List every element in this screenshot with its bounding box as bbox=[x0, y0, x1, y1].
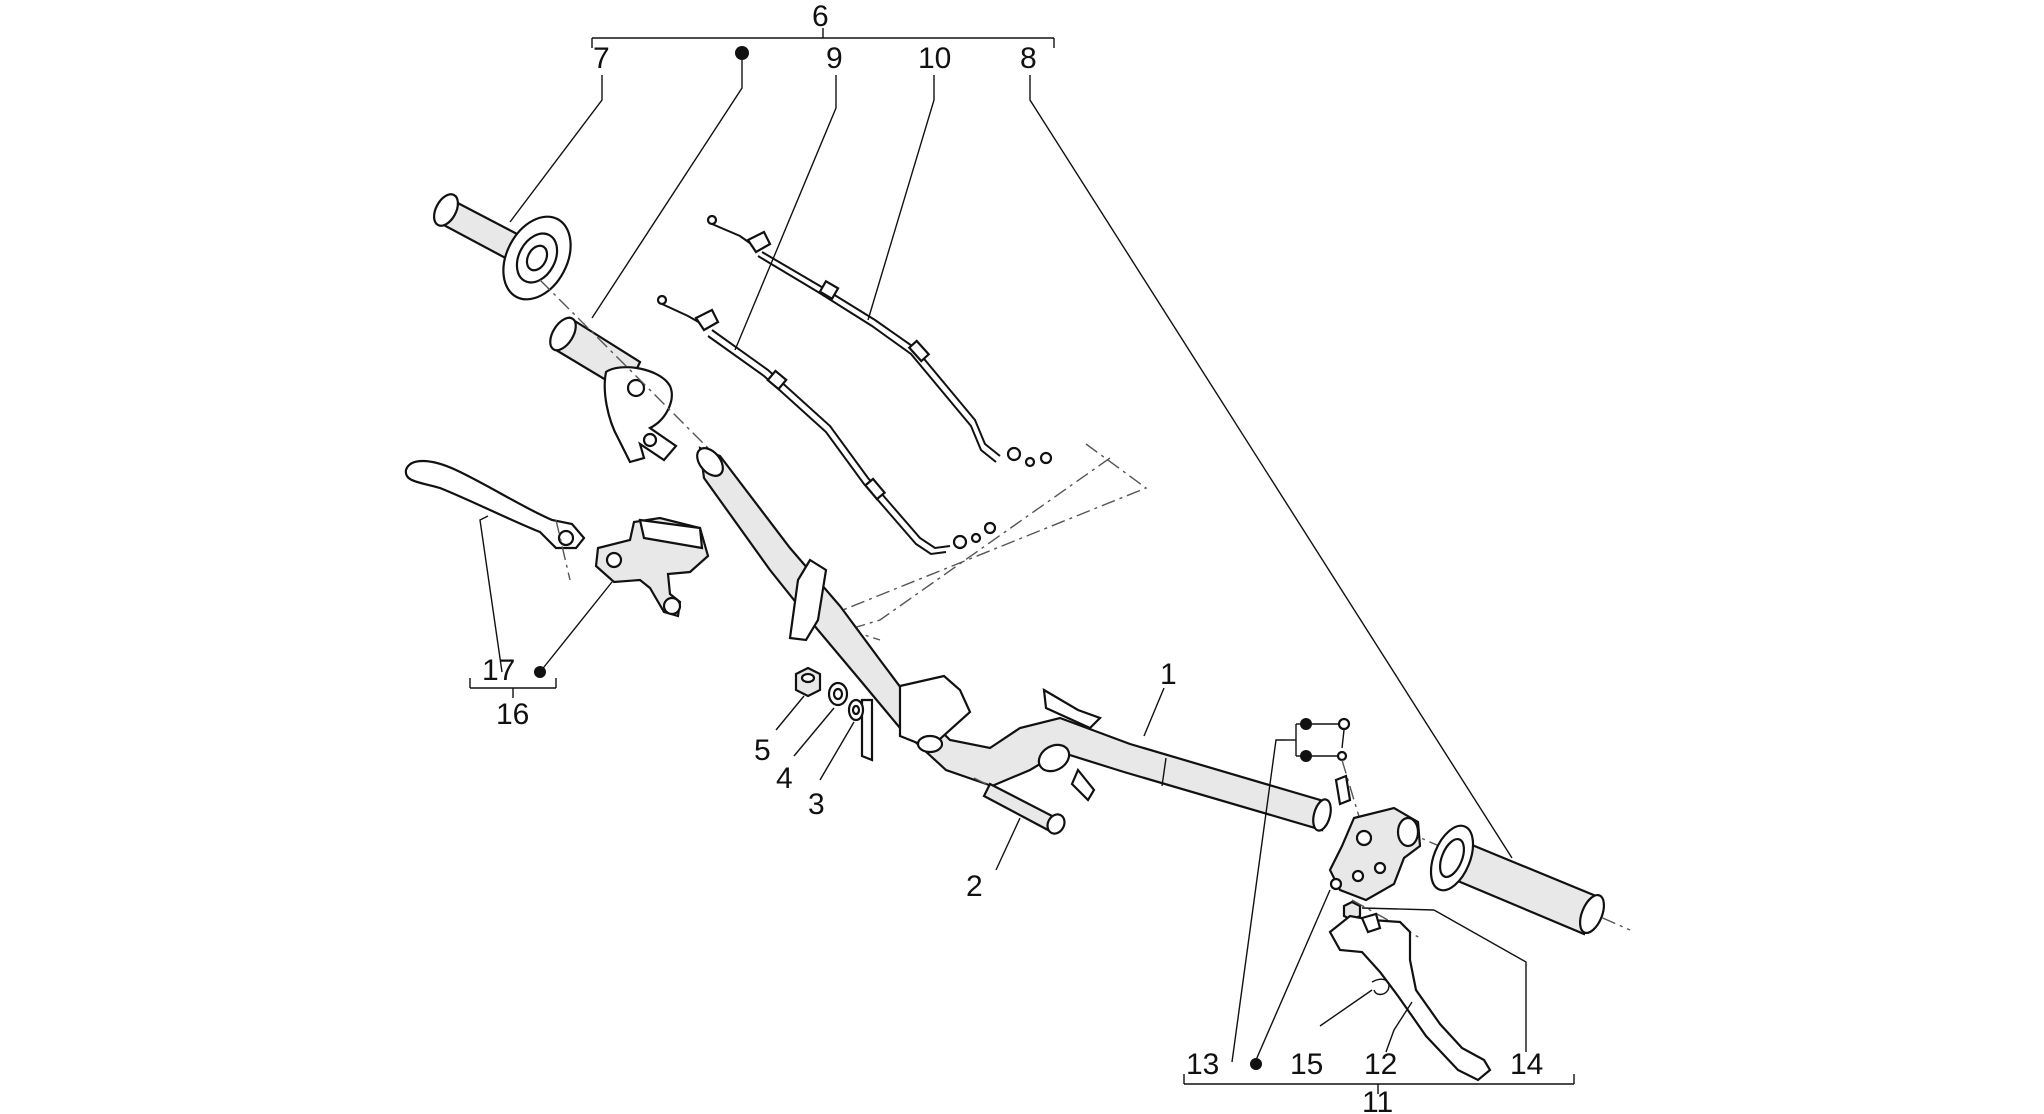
leader-3 bbox=[819, 721, 855, 781]
throttle-grip-part bbox=[549, 316, 678, 464]
leader-14b bbox=[1361, 907, 1435, 911]
callout-6: 6 bbox=[812, 0, 829, 33]
callout-17: 17 bbox=[482, 654, 515, 687]
leader-17 bbox=[479, 515, 503, 673]
routing-line bbox=[815, 443, 1148, 641]
leader-15 bbox=[1319, 989, 1373, 1027]
group-bracket-11 bbox=[1183, 1074, 1575, 1094]
callout-13: 13 bbox=[1186, 1048, 1219, 1081]
left-grip-part bbox=[432, 193, 572, 301]
centerline bbox=[973, 777, 991, 787]
spring-washer-part bbox=[847, 698, 865, 722]
callout-15: 15 bbox=[1290, 1048, 1323, 1081]
left-brake-lever-part bbox=[404, 459, 586, 550]
callout-4: 4 bbox=[776, 762, 793, 795]
leader-4 bbox=[793, 707, 835, 757]
dot-marker bbox=[1250, 1058, 1262, 1070]
throttle-cable-upper bbox=[706, 214, 1053, 468]
leader-9 bbox=[734, 75, 837, 351]
right-lever-bracket-part bbox=[1328, 774, 1422, 902]
callout-8: 8 bbox=[1020, 42, 1037, 75]
callout-16: 16 bbox=[496, 698, 529, 731]
dot-marker bbox=[1300, 750, 1312, 762]
dot-marker bbox=[735, 46, 749, 60]
leader-8 bbox=[1029, 75, 1513, 859]
nut-part bbox=[794, 666, 822, 698]
leader-7 bbox=[509, 75, 603, 223]
leader-16-dot bbox=[539, 581, 613, 673]
callout-10: 10 bbox=[918, 42, 951, 75]
bolt-part bbox=[982, 782, 1066, 835]
throttle-cable-lower bbox=[656, 294, 997, 556]
brake-master-cylinder-part bbox=[594, 516, 710, 618]
leader-dot bbox=[591, 60, 743, 319]
callout-1: 1 bbox=[1160, 658, 1177, 691]
callout-3: 3 bbox=[808, 788, 825, 821]
group-bracket-6 bbox=[591, 28, 1055, 48]
leader-dot-11 bbox=[1255, 889, 1331, 1061]
callout-2: 2 bbox=[966, 870, 983, 903]
clip-part bbox=[1371, 978, 1390, 996]
centerline bbox=[539, 279, 711, 451]
small-nut-part bbox=[1342, 900, 1362, 922]
washer-part bbox=[827, 681, 849, 707]
group-bracket-16 bbox=[469, 678, 557, 698]
centerline bbox=[555, 519, 571, 581]
leader-13 bbox=[1231, 739, 1286, 1063]
centerline bbox=[1341, 759, 1361, 821]
leader-10 bbox=[867, 75, 935, 321]
dot-marker bbox=[1300, 718, 1312, 730]
callout-5: 5 bbox=[754, 734, 771, 767]
leader-12 bbox=[1385, 1001, 1413, 1053]
right-brake-lever-part bbox=[1328, 912, 1492, 1082]
callout-12: 12 bbox=[1364, 1048, 1397, 1081]
handlebar-part bbox=[696, 446, 1332, 832]
routing-line bbox=[839, 457, 1111, 633]
screw-part bbox=[1336, 717, 1351, 762]
callout-14: 14 bbox=[1510, 1048, 1543, 1081]
callout-7: 7 bbox=[593, 42, 610, 75]
callout-11: 11 bbox=[1362, 1086, 1393, 1114]
leader-14 bbox=[1433, 909, 1527, 1052]
leader-2 bbox=[995, 817, 1021, 871]
leader-5 bbox=[775, 695, 805, 731]
right-grip-part bbox=[1429, 824, 1606, 936]
leader-1 bbox=[1143, 687, 1165, 737]
callout-9: 9 bbox=[826, 42, 843, 75]
dot-marker bbox=[534, 666, 546, 678]
